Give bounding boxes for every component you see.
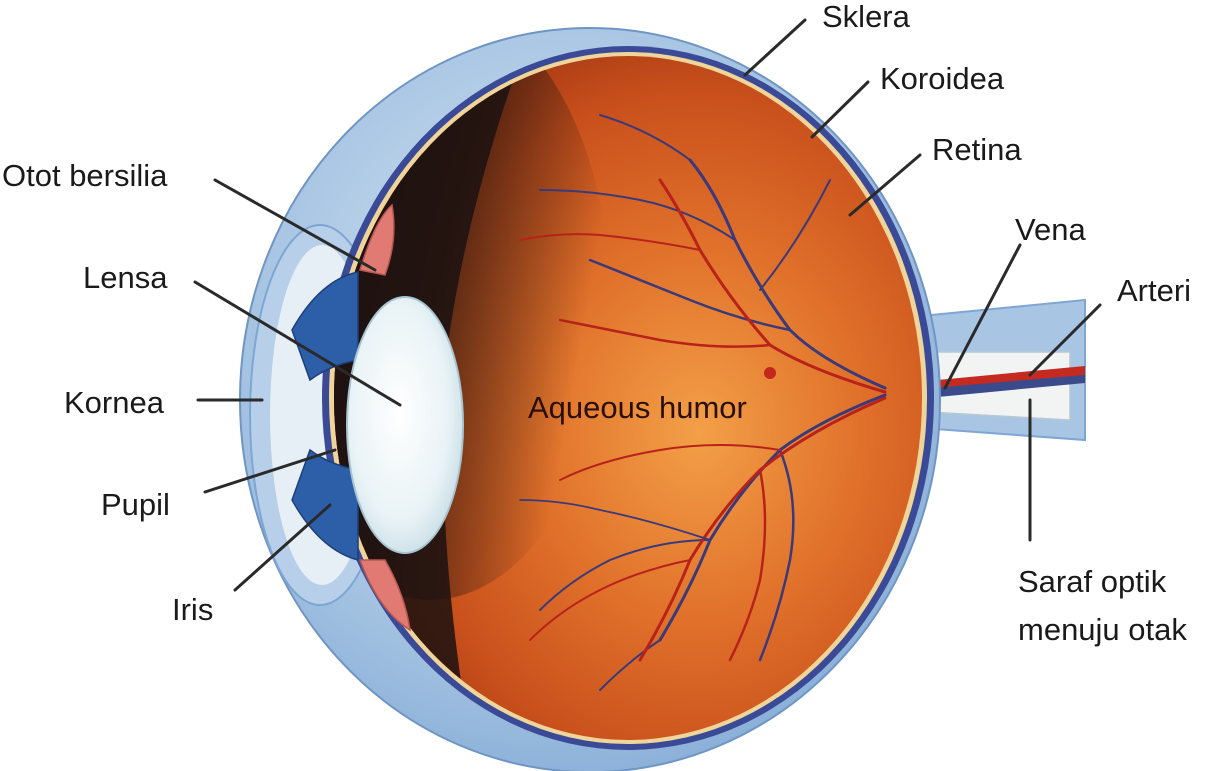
retina-leader	[848, 153, 922, 217]
label-sklera: Sklera	[822, 0, 911, 34]
pupil-leader	[203, 448, 337, 494]
labels: Sklera Koroidea Retina Vena Arteri Otot …	[2, 0, 1191, 647]
otot-bersilia-leader	[213, 178, 377, 272]
label-aqueous-humor: Aqueous humor	[528, 390, 747, 425]
retinal-vessels	[519, 114, 887, 691]
label-lensa: Lensa	[83, 260, 168, 295]
lens	[346, 296, 464, 554]
label-vena: Vena	[1015, 212, 1086, 247]
label-saraf-optik-line2: menuju otak	[1018, 612, 1187, 647]
koroidea-leader	[810, 80, 870, 139]
arteri-leader	[1028, 303, 1102, 377]
iris-top	[291, 271, 359, 382]
lensa-leader	[193, 280, 402, 407]
iris-leader	[233, 503, 332, 592]
label-kornea: Kornea	[64, 385, 165, 420]
fovea-spot	[764, 367, 776, 379]
ciliary-muscle-top	[359, 203, 395, 276]
label-retina: Retina	[932, 132, 1022, 167]
ciliary-muscle-bottom	[358, 559, 411, 632]
iris-bottom	[291, 448, 359, 561]
label-koroidea: Koroidea	[880, 61, 1005, 96]
vena-leader	[943, 243, 1022, 390]
label-pupil: Pupil	[101, 487, 170, 522]
sklera-leader	[743, 18, 807, 77]
leader-lines	[193, 18, 1102, 592]
label-otot-bersilia: Otot bersilia	[2, 158, 168, 193]
label-arteri: Arteri	[1117, 273, 1191, 308]
label-iris: Iris	[172, 592, 213, 627]
label-saraf-optik-line1: Saraf optik	[1018, 564, 1167, 599]
